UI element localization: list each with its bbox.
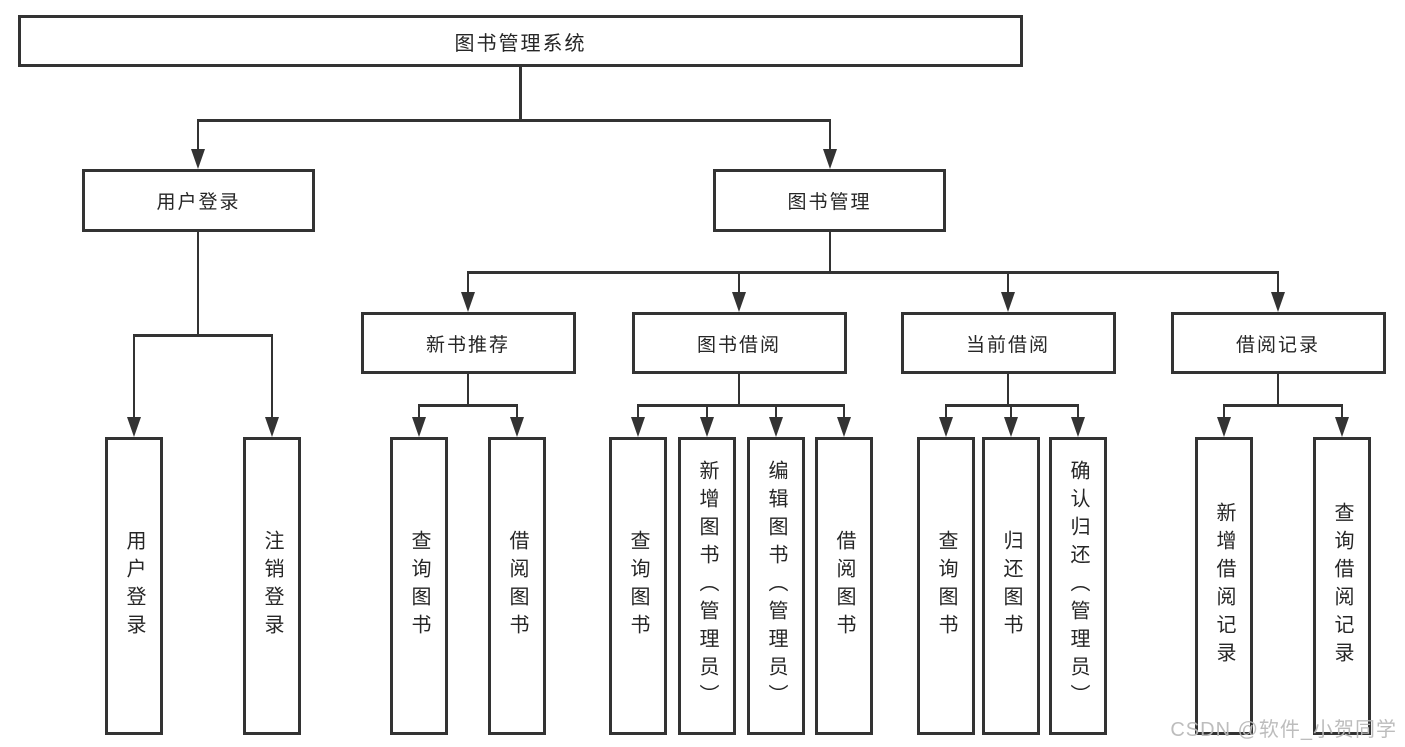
csdn-watermark: CSDN @软件_小贺同学 <box>1170 719 1397 741</box>
node-user-login: 用户登录 <box>82 169 315 232</box>
arrow-down-icon <box>1217 417 1231 437</box>
connector-drop <box>1006 272 1010 293</box>
arrow-down-icon <box>1335 417 1349 437</box>
arrow-down-icon <box>1071 417 1085 437</box>
arrow-down-icon <box>732 292 746 312</box>
connector-drop <box>828 120 832 150</box>
node-label: 新增借阅记录 <box>1213 502 1235 670</box>
connector-drop <box>132 335 136 418</box>
node-label: 查询图书 <box>935 530 957 642</box>
node-new-book-recommend: 新书推荐 <box>360 312 576 374</box>
connector-stem <box>519 67 522 122</box>
connector-drop <box>737 272 741 293</box>
node-label: 查询图书 <box>627 530 649 642</box>
node-label: 借阅记录 <box>1235 334 1320 356</box>
connector-stem <box>1276 374 1280 407</box>
leaf-add-borrow-record: 新增借阅记录 <box>1195 437 1253 735</box>
leaf-borrow-books-2: 借阅图书 <box>815 437 873 735</box>
connector-drop <box>1222 405 1226 418</box>
leaf-query-books-1: 查询图书 <box>390 437 448 735</box>
connector-drop <box>417 405 421 418</box>
arrow-down-icon <box>127 417 141 437</box>
leaf-query-borrow-record: 查询借阅记录 <box>1313 437 1371 735</box>
node-label: 查询图书 <box>408 530 430 642</box>
connector-drop <box>1276 272 1280 293</box>
connector-drop <box>1009 405 1013 418</box>
leaf-return-books: 归还图书 <box>982 437 1040 735</box>
connector-stem <box>828 232 832 274</box>
node-borrowing-records: 借阅记录 <box>1170 312 1386 374</box>
connector-drop <box>1340 405 1344 418</box>
node-label: 注销登录 <box>261 530 283 642</box>
node-label: 图书管理系统 <box>454 32 587 55</box>
connector-drop <box>515 405 519 418</box>
arrow-down-icon <box>461 292 475 312</box>
node-label: 新书推荐 <box>425 334 510 356</box>
connector-branch <box>636 404 846 407</box>
connector-drop <box>270 335 274 418</box>
node-label: 归还图书 <box>1000 530 1022 642</box>
connector-drop <box>774 405 778 418</box>
connector-branch <box>466 271 1280 274</box>
node-book-management: 图书管理 <box>713 169 946 232</box>
connector-drop <box>196 120 200 150</box>
connector-stem <box>466 374 470 407</box>
leaf-logout: 注销登录 <box>243 437 301 735</box>
arrow-down-icon <box>823 149 837 169</box>
leaf-edit-books-admin: 编辑图书（管理员） <box>747 437 805 735</box>
connector-stem <box>737 374 741 407</box>
arrow-down-icon <box>939 417 953 437</box>
arrow-down-icon <box>191 149 205 169</box>
arrow-down-icon <box>510 417 524 437</box>
node-label: 借阅图书 <box>833 530 855 642</box>
arrow-down-icon <box>631 417 645 437</box>
node-book-borrowing: 图书借阅 <box>631 312 847 374</box>
node-label: 用户登录 <box>156 192 241 213</box>
connector-drop <box>944 405 948 418</box>
arrow-down-icon <box>769 417 783 437</box>
node-label: 图书借阅 <box>696 334 781 356</box>
connector-drop <box>705 405 709 418</box>
leaf-add-books-admin: 新增图书（管理员） <box>678 437 736 735</box>
arrow-down-icon <box>412 417 426 437</box>
node-library-management-system: 图书管理系统 <box>18 15 1023 67</box>
leaf-query-books-3: 查询图书 <box>917 437 975 735</box>
connector-branch <box>132 334 274 337</box>
leaf-confirm-return-admin: 确认归还（管理员） <box>1049 437 1107 735</box>
arrow-down-icon <box>1001 292 1015 312</box>
node-label: 用户登录 <box>123 530 145 642</box>
node-label: 图书管理 <box>787 192 872 213</box>
connector-drop <box>636 405 640 418</box>
leaf-query-books-2: 查询图书 <box>609 437 667 735</box>
connector-drop <box>466 272 470 293</box>
node-label: 新增图书（管理员） <box>696 460 718 712</box>
node-label: 查询借阅记录 <box>1331 502 1353 670</box>
node-label: 当前借阅 <box>965 334 1050 356</box>
arrow-down-icon <box>700 417 714 437</box>
leaf-user-login: 用户登录 <box>105 437 163 735</box>
node-label: 确认归还（管理员） <box>1067 460 1089 712</box>
connector-drop <box>842 405 846 418</box>
arrow-down-icon <box>837 417 851 437</box>
node-label: 编辑图书（管理员） <box>765 460 787 712</box>
connector-stem <box>1006 374 1010 407</box>
connector-stem <box>196 232 200 337</box>
arrow-down-icon <box>1271 292 1285 312</box>
connector-drop <box>1076 405 1080 418</box>
arrow-down-icon <box>1004 417 1018 437</box>
connector-branch <box>196 119 832 122</box>
connector-branch <box>1222 404 1344 407</box>
node-label: 借阅图书 <box>506 530 528 642</box>
leaf-borrow-books-1: 借阅图书 <box>488 437 546 735</box>
connector-branch <box>417 404 519 407</box>
arrow-down-icon <box>265 417 279 437</box>
node-current-borrowing: 当前借阅 <box>900 312 1116 374</box>
